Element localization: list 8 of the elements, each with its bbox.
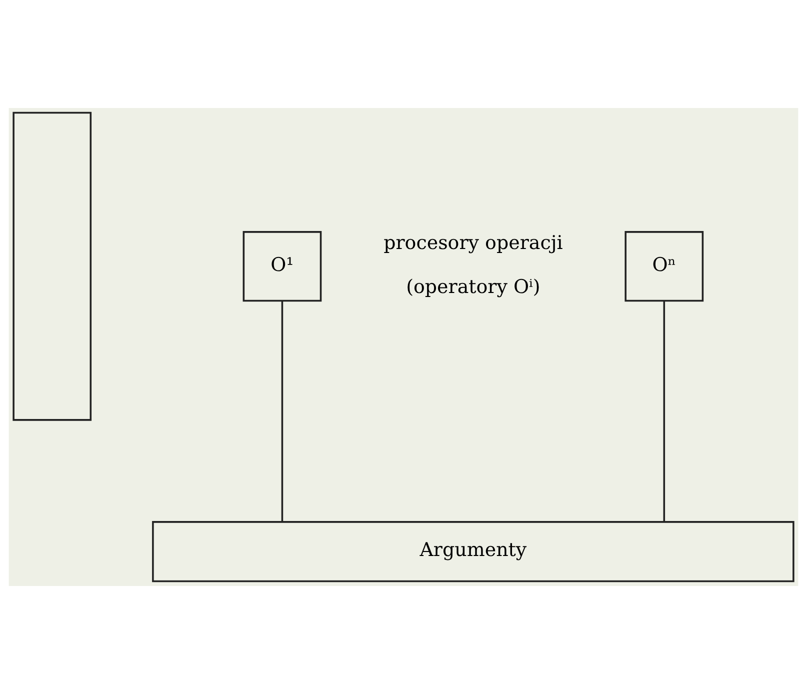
node-box: O¹ bbox=[242, 230, 322, 302]
node-box: Argumenty bbox=[152, 520, 794, 582]
connector bbox=[281, 300, 284, 522]
connector bbox=[663, 300, 666, 522]
label: (operatory Oⁱ) bbox=[406, 275, 540, 298]
node-box bbox=[12, 111, 92, 420]
label: procesory operacji bbox=[384, 231, 563, 254]
node-box: Oⁿ bbox=[624, 230, 704, 302]
